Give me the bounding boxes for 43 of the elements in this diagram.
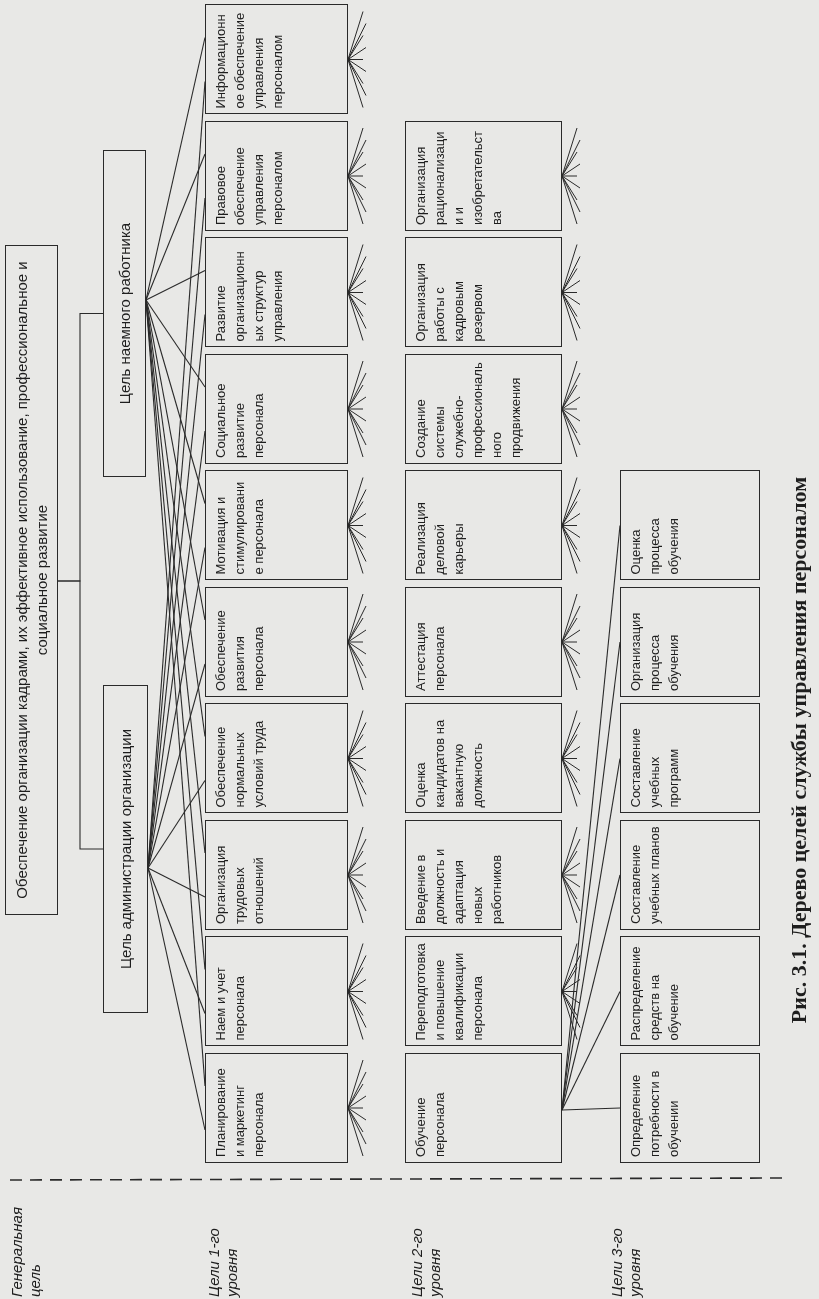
- level-label: Цели 3-го уровня: [608, 1227, 644, 1297]
- goal-box: Составление учебных планов: [620, 820, 760, 930]
- figure-caption: Рис. 3.1. Дерево целей службы управления персоналом: [786, 475, 812, 1026]
- connector-line: [145, 299, 206, 388]
- connector-line: [147, 867, 206, 1015]
- level-label: Цели 2-го уровня: [408, 1227, 444, 1297]
- goal-box: Составление учебных программ: [620, 703, 760, 814]
- goal-box: Обучение персонала: [405, 1053, 562, 1163]
- connector-line: [145, 299, 206, 505]
- connector-line: [147, 867, 206, 898]
- goal-box: Планирование и маркетинг персонала: [205, 1053, 348, 1163]
- goal-box: Оценка кандидатов на вакантную должность: [405, 703, 562, 814]
- goal-box: Обеспечение нормальных условий труда: [205, 703, 348, 814]
- goal-box: Переподготовка и повышение квалификации персонала: [405, 936, 562, 1047]
- goal-box: Наем и учет персонала: [205, 936, 348, 1047]
- goal-box: Аттестация персонала: [405, 587, 562, 697]
- goal-box: Оценка процесса обучения: [620, 470, 760, 581]
- connector-line: [147, 779, 206, 869]
- goal-box: Развитие организационных структур управления: [205, 237, 348, 348]
- connector-line: [561, 1107, 621, 1111]
- connector-line: [145, 153, 206, 301]
- level-label: Генеральная цель: [8, 1206, 44, 1297]
- goal-box: Мотивация и стимулирование персонала: [205, 470, 348, 581]
- goal-box: Создание системы служебно-профессионального продвижения: [405, 354, 562, 464]
- connector-line: [145, 269, 206, 301]
- connector-line: [57, 312, 104, 582]
- goal-box: Введение в должность и адаптация новых работников: [405, 820, 562, 930]
- goal-box: Обеспечение развития персонала: [205, 587, 348, 697]
- goal-box: Организация работы с кадровым резервом: [405, 237, 562, 348]
- level-label: Цели 1-го уровня: [205, 1227, 241, 1297]
- goal-box: Правовое обеспечение управления персоналом: [205, 121, 348, 231]
- goal-box: Цель администрации организации: [103, 685, 148, 1013]
- goal-box: Информационное обеспечение управления персоналом: [205, 4, 348, 115]
- goal-box: Определение потребности в обучении: [620, 1053, 760, 1163]
- connector-line: [145, 36, 206, 301]
- goal-box: Социальное развитие персонала: [205, 354, 348, 464]
- goal-box: Реализация деловой карьеры: [405, 470, 562, 581]
- goal-box: Распределение средств на обучение: [620, 936, 760, 1047]
- connector-line: [561, 990, 621, 1111]
- goal-box: Организация трудовых отношений: [205, 820, 348, 930]
- goal-box: Цель наемного работника: [103, 150, 146, 477]
- goal-box: Организация процесса обучения: [620, 587, 760, 697]
- goal-box: Обеспечение организации кадрами, их эффективное использование, профессиональное и социальное развитие: [5, 245, 58, 915]
